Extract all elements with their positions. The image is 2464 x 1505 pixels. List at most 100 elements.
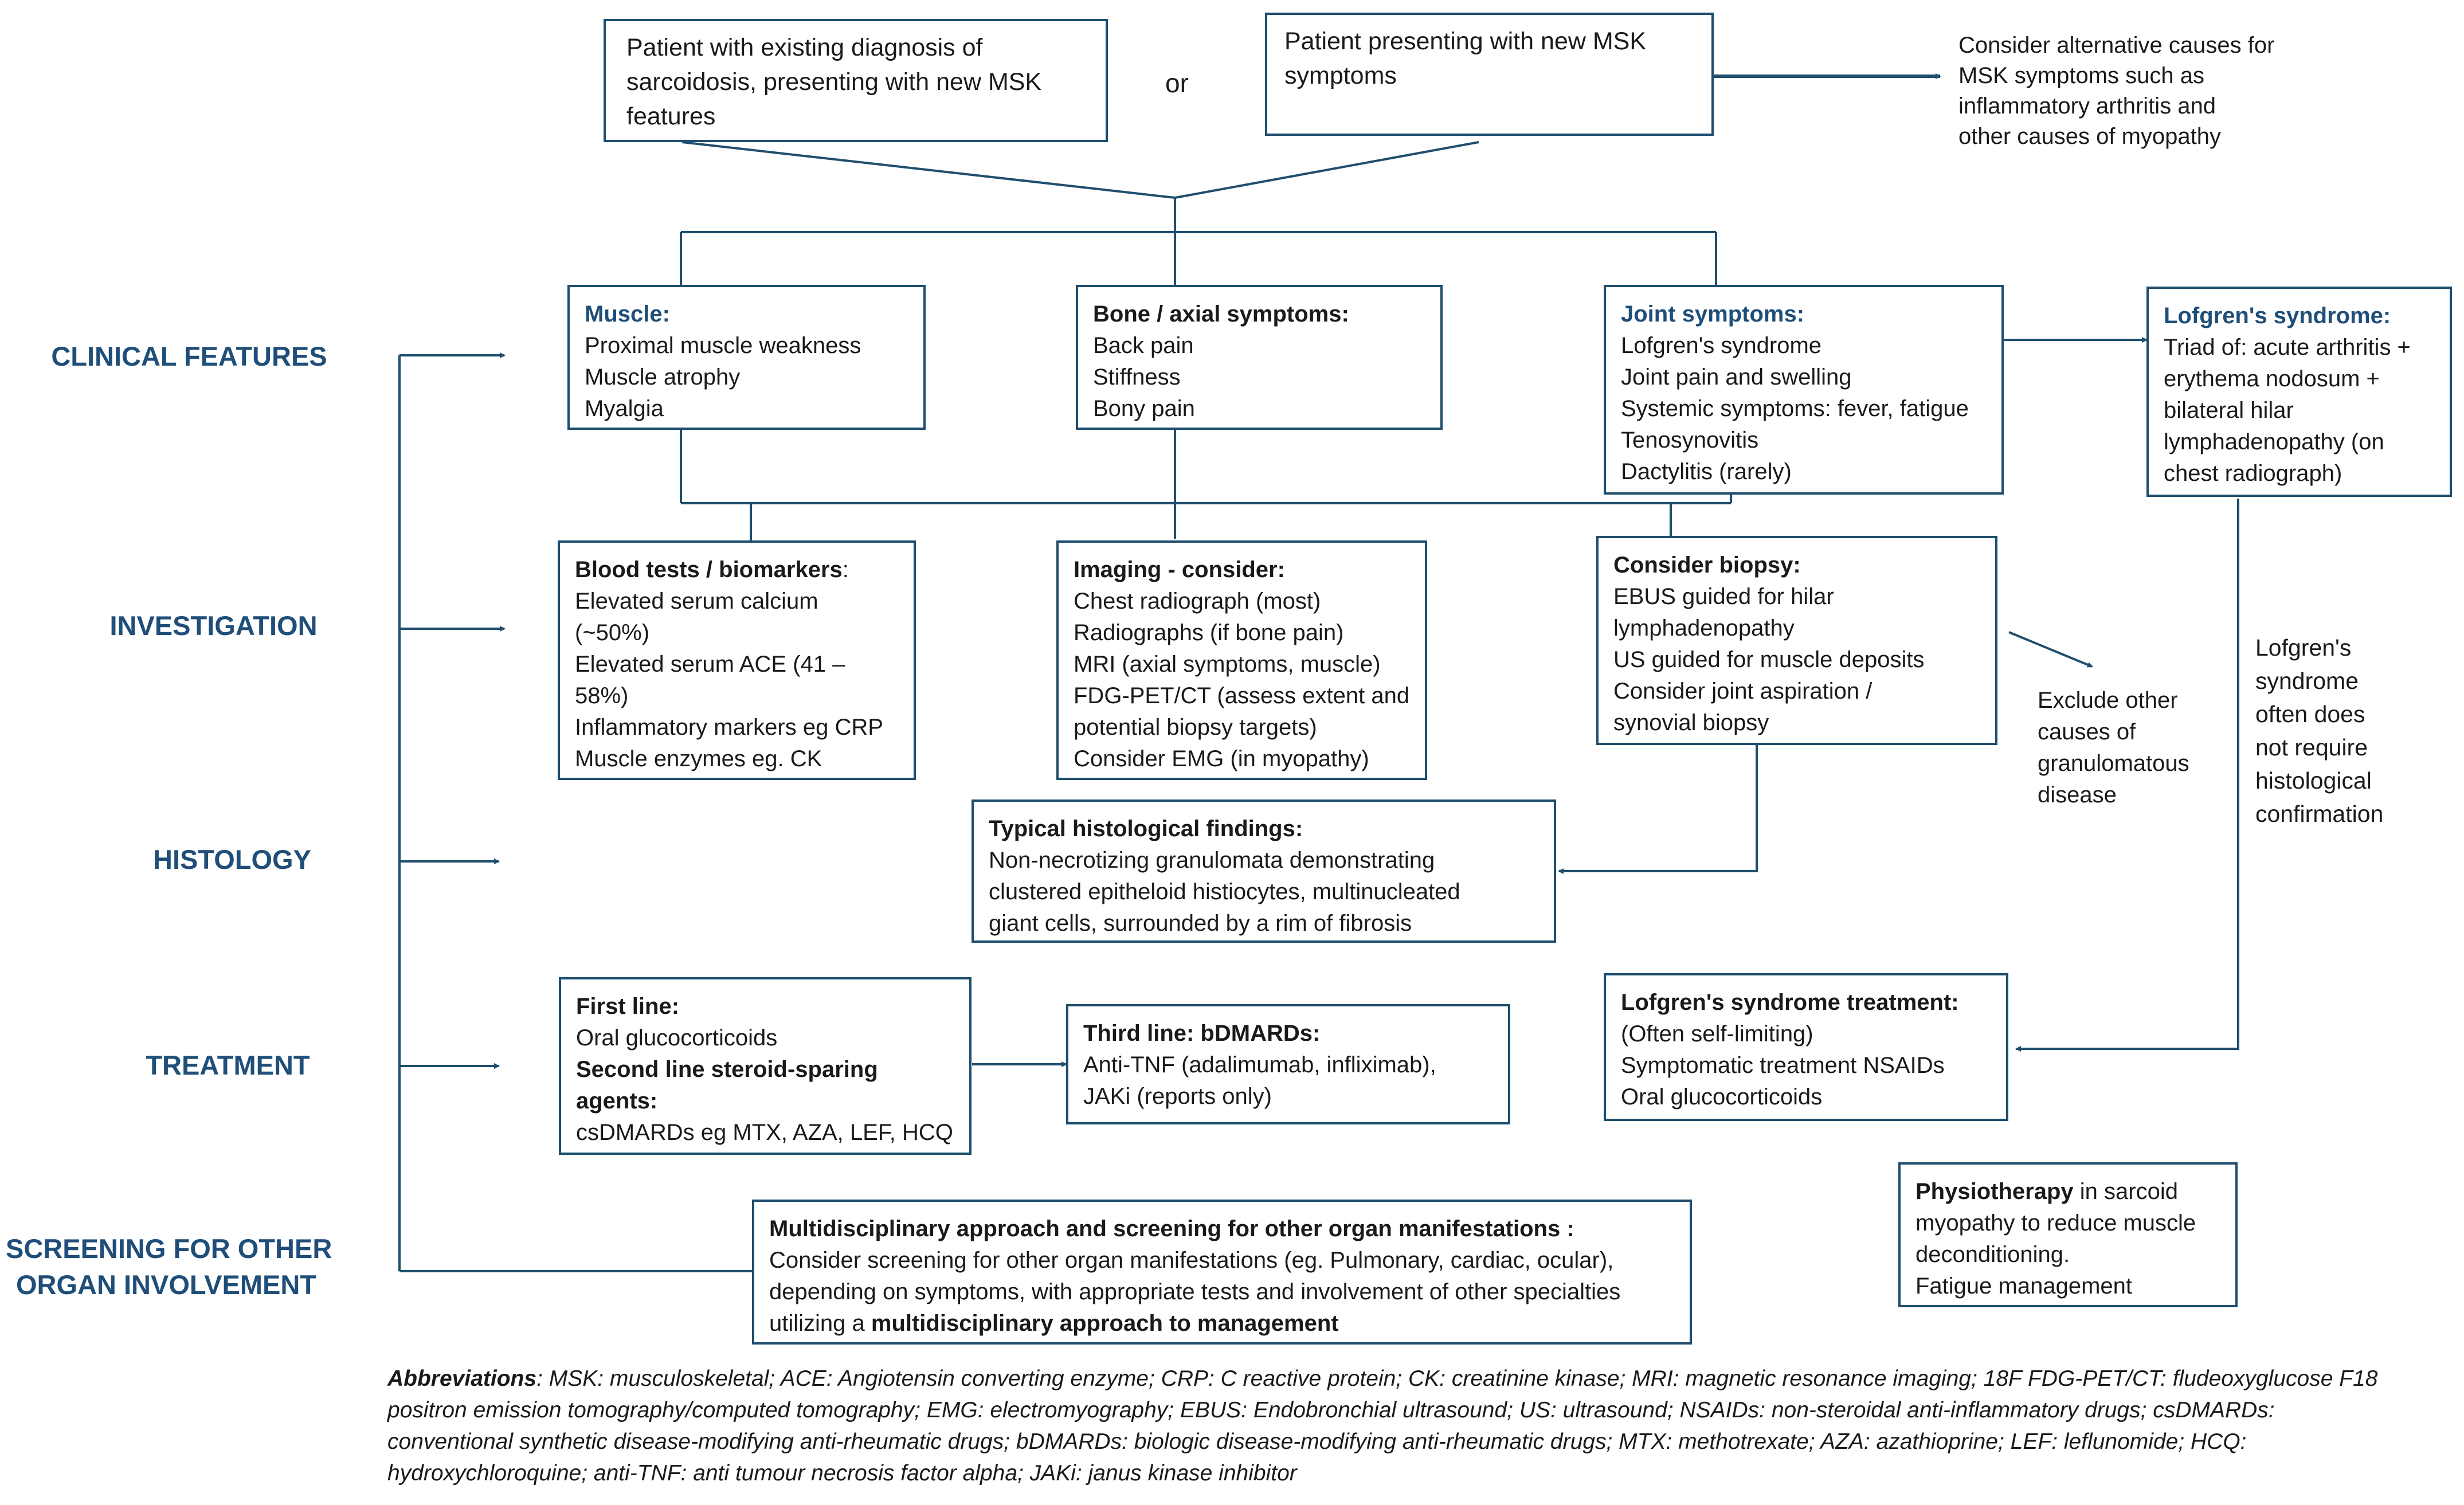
row-label-treatment: TREATMENT [46,1047,410,1083]
box-line: symptoms [1284,62,1397,89]
box-line: Symptomatic treatment NSAIDs [1621,1053,1945,1078]
box-line: Consider EMG (in myopathy) [1074,746,1369,771]
box-line: Consider screening for other organ manif… [769,1248,1614,1273]
note-line: inflammatory arthritis and [1958,93,2216,119]
biopsy-box: Consider biopsy: EBUS guided for hilar l… [1596,536,1997,745]
box-line: US guided for muscle deposits [1613,647,1925,672]
box-line: Myalgia [585,396,664,421]
box-line: EBUS guided for hilar [1613,584,1834,609]
note-line: Lofgren's [2255,634,2352,661]
exclude-note: Exclude other causes of granulomatous di… [2038,685,2189,811]
box-title: Physiotherapy [1915,1179,2074,1204]
box-line: 58%) [575,683,629,708]
box-line: (~50%) [575,620,650,645]
box-line: Elevated serum calcium [575,589,818,614]
box-line: Radiographs (if bone pain) [1074,620,1344,645]
row-label-line: INVESTIGATION [109,610,318,641]
abbreviations-text: : MSK: musculoskeletal; ACE: Angiotensin… [387,1366,2378,1486]
box-line: Muscle atrophy [585,365,741,390]
alternative-causes-note: Consider alternative causes for MSK symp… [1958,30,2274,152]
box-title: Bone / axial symptoms: [1093,301,1349,327]
box-line: sarcoidosis, presenting with new MSK [626,68,1042,96]
box-line: Inflammatory markers eg CRP [575,715,883,740]
box-line: Consider joint aspiration / [1613,679,1873,704]
box-line: lymphadenopathy [1613,616,1795,641]
lofgren-note: Lofgren's syndrome often does not requir… [2255,631,2383,830]
box-line: myopathy to reduce muscle [1915,1210,2196,1236]
row-label-line: SCREENING FOR OTHER [6,1233,332,1264]
joint-box: Joint symptoms: Lofgren's syndrome Joint… [1604,285,2004,495]
connector-line [681,141,1176,199]
box-line-bold: multidisciplinary approach to management [871,1311,1339,1336]
note-line: MSK symptoms such as [1958,63,2205,88]
abbreviations-note: Abbreviations: MSK: musculoskeletal; ACE… [387,1363,2394,1489]
row-label-investigation: INVESTIGATION [46,608,381,644]
box-line: erythema nodosum + [2164,366,2380,391]
box-line: Elevated serum ACE (41 – [575,652,845,677]
bone-box: Bone / axial symptoms: Back pain Stiffne… [1076,285,1443,430]
box-title: Blood tests / biomarkers [575,557,843,582]
connector-line [1174,141,1479,199]
note-line: confirmation [2255,801,2384,827]
box-line: clustered epitheloid histiocytes, multin… [989,879,1460,904]
row-label-line: HISTOLOGY [153,844,311,875]
box-line: giant cells, surrounded by a rim of fibr… [989,911,1412,936]
arrow-lofgren-treatment [2015,499,2239,1052]
box-line: Muscle enzymes eg. CK [575,746,822,771]
row-label-line: ORGAN INVOLVEMENT [16,1269,316,1300]
histology-box: Typical histological findings: Non-necro… [972,799,1556,943]
box-line: Fatigue management [1915,1273,2133,1299]
box-subtitle: Second line steroid-sparing [576,1057,878,1082]
box-line: potential biopsy targets) [1074,715,1317,740]
box-line: Chest radiograph (most) [1074,589,1321,614]
or-label: or [1165,68,1189,98]
box-line: MRI (axial symptoms, muscle) [1074,652,1381,677]
row-label-line: CLINICAL FEATURES [51,341,327,371]
lofgren-box: Lofgren's syndrome: Triad of: acute arth… [2146,287,2452,497]
box-line: Non-necrotizing granulomata demonstratin… [989,848,1435,873]
note-line: Consider alternative causes for [1958,33,2275,58]
box-title: Multidisciplinary approach and screening… [769,1216,1574,1241]
box-line: Patient with existing diagnosis of [626,34,983,61]
box-line: Back pain [1093,333,1194,358]
box-line: Systemic symptoms: fever, fatigue [1621,396,1969,421]
box-line: Dactylitis (rarely) [1621,459,1792,484]
existing-diagnosis-box: Patient with existing diagnosis of sarco… [604,19,1108,142]
lofgren-treatment-box: Lofgren's syndrome treatment: (Often sel… [1604,973,2008,1121]
box-title: Muscle: [585,301,670,327]
row-label-line: TREATMENT [146,1050,310,1080]
box-line: csDMARDs eg MTX, AZA, LEF, HCQ [576,1120,953,1145]
box-title: Third line: bDMARDs: [1083,1021,1321,1046]
screening-box: Multidisciplinary approach and screening… [752,1200,1692,1345]
abbreviations-label: Abbreviations [387,1366,537,1391]
note-line: causes of [2038,719,2136,744]
box-line: Patient presenting with new MSK [1284,28,1646,55]
box-line: Bony pain [1093,396,1195,421]
box-line: bilateral hilar [2164,398,2294,423]
box-line: deconditioning. [1915,1242,2070,1267]
box-title: Lofgren's syndrome: [2164,303,2391,328]
note-line: Exclude other [2038,688,2178,713]
box-line: lymphadenopathy (on [2164,429,2384,454]
box-title: Joint symptoms: [1621,301,1805,327]
box-line: chest radiograph) [2164,461,2342,486]
box-line: Proximal muscle weakness [585,333,861,358]
box-line: depending on symptoms, with appropriate … [769,1279,1621,1304]
box-line: (Often self-limiting) [1621,1021,1813,1047]
row-label-screening: SCREENING FOR OTHER ORGAN INVOLVEMENT [6,1230,332,1303]
box-title: Imaging - consider: [1074,557,1285,582]
note-line: histological [2255,767,2372,794]
arrow-exclude [2008,631,2093,668]
box-line: utilizing a [769,1311,871,1336]
box-subtitle: agents: [576,1088,658,1114]
box-title-colon: : [842,557,849,582]
box-line: features [626,103,716,130]
note-line: syndrome [2255,668,2359,694]
note-line: granulomatous [2038,751,2189,776]
new-symptoms-box: Patient presenting with new MSK symptoms [1265,13,1714,136]
box-title: Consider biopsy: [1613,552,1801,578]
note-line: not require [2255,734,2368,761]
physiotherapy-box: Physiotherapy in sarcoid myopathy to red… [1898,1162,2238,1307]
